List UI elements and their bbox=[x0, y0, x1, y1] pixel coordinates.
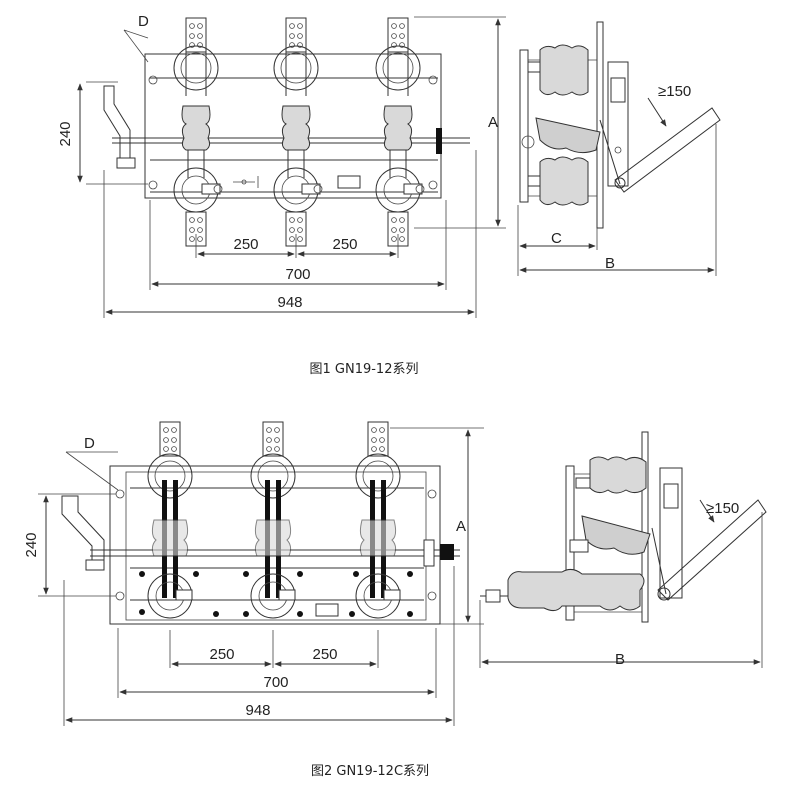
fig2-dim-700: 700 bbox=[263, 674, 288, 691]
fig1-caption: 图1 GN19-12系列 bbox=[310, 362, 419, 377]
fig1-label-c: C bbox=[551, 230, 562, 247]
fig1-label-b: B bbox=[605, 255, 615, 272]
figure1-front-view bbox=[77, 16, 506, 318]
figure2-side-view bbox=[479, 431, 767, 668]
fig2-label-a: A bbox=[456, 518, 466, 535]
fig2-dim-250-left: 250 bbox=[209, 646, 234, 663]
fig1-dim-948: 948 bbox=[277, 294, 302, 311]
fig2-dim-948: 948 bbox=[245, 702, 270, 719]
fig2-dim-240: 240 bbox=[23, 532, 40, 557]
fig1-dim-250-right: 250 bbox=[332, 236, 357, 253]
fig1-dim-700: 700 bbox=[285, 266, 310, 283]
fig1-label-d: D bbox=[138, 13, 149, 30]
fig2-angle-150: ≥150 bbox=[706, 500, 739, 517]
fig2-label-b: B bbox=[615, 651, 625, 668]
fig1-dim-250-left: 250 bbox=[233, 236, 258, 253]
fig2-dim-250-right: 250 bbox=[312, 646, 337, 663]
fig2-caption: 图2 GN19-12C系列 bbox=[311, 764, 429, 779]
fig1-dim-240: 240 bbox=[57, 121, 74, 146]
fig1-label-a: A bbox=[488, 114, 498, 131]
fig1-angle-150: ≥150 bbox=[658, 83, 691, 100]
fig2-label-d: D bbox=[84, 435, 95, 452]
figure1-side-view bbox=[517, 21, 721, 276]
figure2-front-view bbox=[38, 422, 484, 726]
